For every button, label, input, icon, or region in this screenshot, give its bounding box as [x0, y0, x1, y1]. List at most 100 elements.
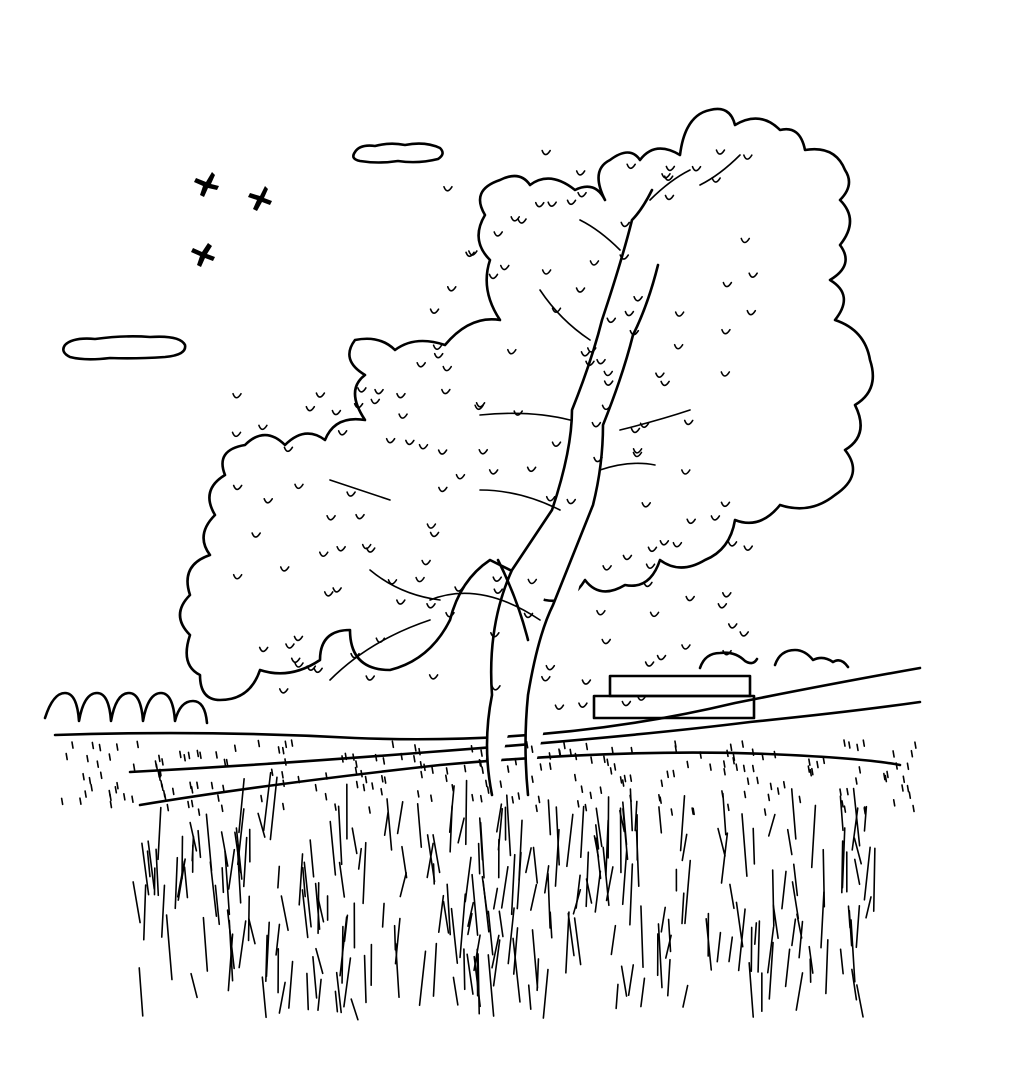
field-hatch	[210, 781, 214, 790]
grass-blade	[477, 953, 481, 1015]
hedge	[43, 691, 209, 725]
leaf-mark	[416, 361, 426, 368]
field-hatch	[721, 790, 724, 798]
field-hatch	[282, 779, 285, 788]
leaf-mark	[717, 603, 728, 609]
leaf-mark	[601, 638, 612, 645]
grass-blade	[781, 870, 787, 910]
leaf-mark	[551, 441, 562, 448]
grass-blade	[226, 909, 235, 970]
field-hatch	[914, 741, 917, 749]
grass-blade	[343, 957, 352, 1008]
grass-blade	[585, 878, 593, 904]
field-hatch	[79, 797, 82, 805]
grass-blade	[497, 807, 504, 851]
leaf-mark	[547, 201, 557, 207]
grass-blade	[315, 947, 324, 975]
grass-blade	[317, 882, 320, 935]
field-hatch	[190, 799, 194, 808]
leaf-mark	[739, 631, 749, 637]
field-hatch	[96, 760, 100, 768]
grass-blade	[872, 847, 876, 912]
grass-blade	[808, 945, 814, 974]
leaf-mark	[365, 675, 376, 681]
field-hatch	[431, 766, 434, 774]
field-hatch	[60, 797, 64, 806]
leaf-mark	[636, 695, 647, 701]
field-edge	[138, 751, 902, 807]
leaf-mark	[231, 431, 242, 438]
leaf-mark	[488, 273, 499, 280]
field-hatch	[686, 760, 689, 769]
leaf-mark	[715, 149, 726, 155]
leaf-mark	[541, 149, 551, 156]
field-hatch	[743, 790, 747, 799]
field-hatch	[517, 792, 521, 800]
grass-blade	[737, 908, 746, 972]
field-hatch	[418, 747, 421, 756]
field-hatch	[281, 746, 285, 755]
leaf-mark	[346, 491, 356, 497]
leaf-mark	[488, 469, 499, 475]
field-hatch	[585, 742, 589, 751]
grass-blade	[851, 807, 859, 851]
grass-blade	[498, 910, 504, 938]
leaf-mark	[263, 497, 274, 504]
grass-blade	[466, 953, 474, 995]
leaf-mark	[720, 501, 731, 508]
field-hatch	[183, 753, 186, 762]
grass-blade	[236, 846, 242, 904]
grass-blade	[132, 881, 141, 924]
grass-blade	[722, 792, 727, 836]
field-hatch	[756, 776, 759, 785]
grass-blade	[505, 794, 512, 857]
leaf-mark	[385, 437, 396, 444]
leaf-mark	[721, 328, 731, 335]
leaf-mark	[418, 443, 429, 450]
leaf-mark	[541, 269, 552, 275]
leaf-mark	[492, 576, 503, 582]
field-hatch	[855, 777, 858, 785]
grass-blade	[265, 934, 268, 983]
field-hatch	[354, 766, 358, 775]
tree-trunk	[485, 188, 660, 797]
leaf-mark	[601, 404, 612, 411]
grass-blade	[790, 788, 797, 840]
field-hatch	[451, 783, 454, 792]
field-hatch	[843, 805, 847, 813]
leaf-mark	[743, 545, 754, 551]
grass-blade	[261, 976, 267, 1019]
grass-blade	[432, 942, 438, 997]
grass-blade	[784, 948, 791, 988]
leaf-mark	[290, 657, 301, 664]
field-hatch	[108, 753, 112, 761]
leaf-mark	[428, 674, 439, 680]
grass-blade	[492, 939, 501, 987]
grass-blade	[426, 842, 434, 879]
grass-blade	[640, 905, 644, 969]
grass-blade	[426, 834, 436, 883]
grass-blade	[853, 858, 861, 886]
grass-blade	[464, 779, 468, 846]
leaf-mark	[429, 531, 440, 538]
field-hatch	[548, 752, 552, 760]
leaf-mark	[672, 541, 683, 548]
field-hatch	[324, 792, 328, 801]
leaf-mark	[644, 661, 655, 667]
field-hatch	[548, 762, 552, 771]
grass-blade	[595, 837, 602, 880]
grass-blade	[792, 863, 799, 897]
leaf-mark	[438, 486, 448, 493]
grass-blade	[214, 884, 221, 926]
field-hatch	[136, 740, 139, 749]
grass-blade	[418, 950, 427, 1007]
field-hatch	[161, 758, 164, 766]
grass-blade	[635, 829, 640, 888]
field-hatch	[383, 776, 387, 784]
grass-blade	[839, 948, 844, 975]
field-hatch	[197, 808, 201, 816]
leaf-mark	[526, 466, 537, 473]
grass-blade	[394, 942, 400, 999]
grass-blade	[728, 936, 734, 963]
grass-blade	[467, 912, 473, 936]
